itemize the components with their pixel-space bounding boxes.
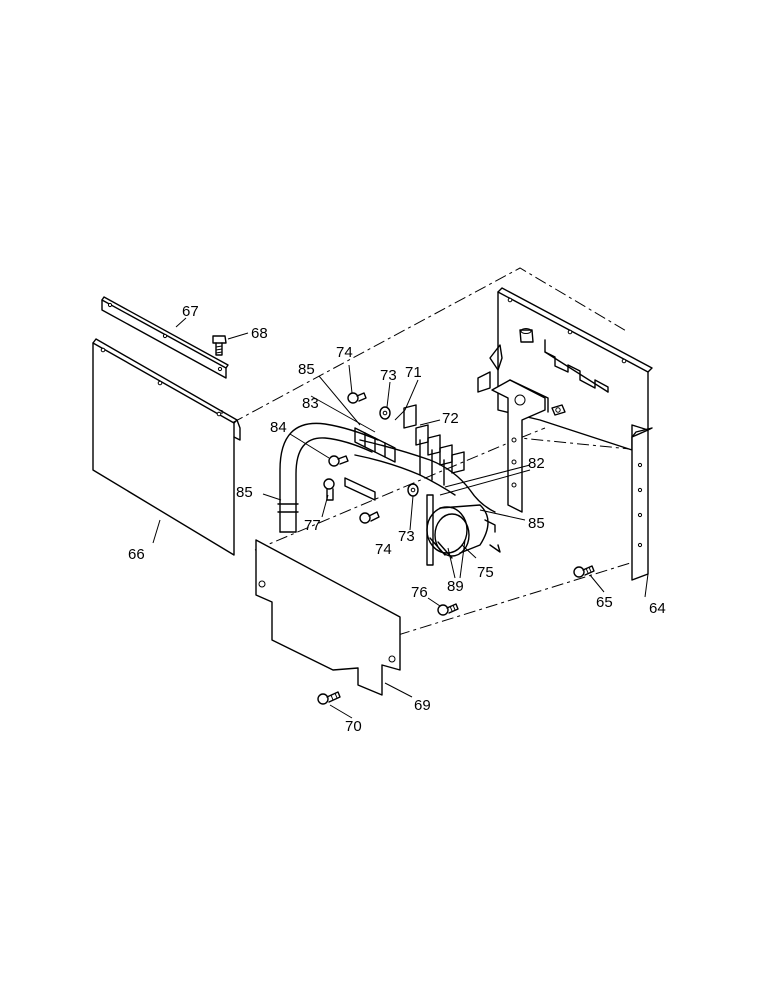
- callout-73-bottom: 73: [398, 528, 415, 545]
- callout-74-top: 74: [336, 344, 353, 361]
- callout-82: 82: [528, 455, 545, 472]
- bolt-65: [573, 565, 595, 578]
- callout-77: 77: [304, 517, 321, 534]
- inner-bracket: [477, 344, 549, 513]
- callout-75: 75: [477, 564, 494, 581]
- bolt-70: [317, 691, 341, 705]
- washer-73-bottom: [407, 483, 419, 497]
- part-66-panel: [92, 338, 241, 556]
- callout-74-bottom: 74: [375, 541, 392, 558]
- terminal-blocks-72: [403, 404, 465, 486]
- bolt-84: [328, 455, 349, 467]
- callout-84: 84: [270, 419, 287, 436]
- part-64-plate: [631, 427, 653, 581]
- washer-73-top: [379, 406, 391, 420]
- callout-67: 67: [182, 303, 199, 320]
- callout-66: 66: [128, 546, 145, 563]
- callout-85-right: 85: [528, 515, 545, 532]
- part-75-cylinder: [426, 494, 501, 566]
- callout-85-top: 85: [298, 361, 315, 378]
- callout-76: 76: [411, 584, 428, 601]
- cable-85: [277, 422, 496, 533]
- callout-64: 64: [649, 600, 666, 617]
- part-67-strip: [101, 296, 229, 379]
- callout-73-top: 73: [380, 367, 397, 384]
- callout-85-left: 85: [236, 484, 253, 501]
- callout-70: 70: [345, 718, 362, 735]
- leader-lines: [152, 317, 649, 719]
- callout-65: 65: [596, 594, 613, 611]
- bolt-76: [437, 603, 459, 616]
- callout-83: 83: [302, 395, 319, 412]
- bolt-77: [323, 478, 335, 501]
- bolt-74-top: [347, 392, 367, 404]
- callouts: 67 68 74 85 73 71 83 72 84 82 85 77 85 7…: [128, 303, 666, 735]
- part-69-panel: [255, 539, 401, 696]
- part-68-bolt: [212, 335, 227, 356]
- callout-89: 89: [447, 578, 464, 595]
- part-83-clamp: [344, 427, 396, 501]
- callout-72: 72: [442, 410, 459, 427]
- bolt-74-bottom: [359, 511, 380, 524]
- callout-69: 69: [414, 697, 431, 714]
- callout-71: 71: [405, 364, 422, 381]
- callout-68: 68: [251, 325, 268, 342]
